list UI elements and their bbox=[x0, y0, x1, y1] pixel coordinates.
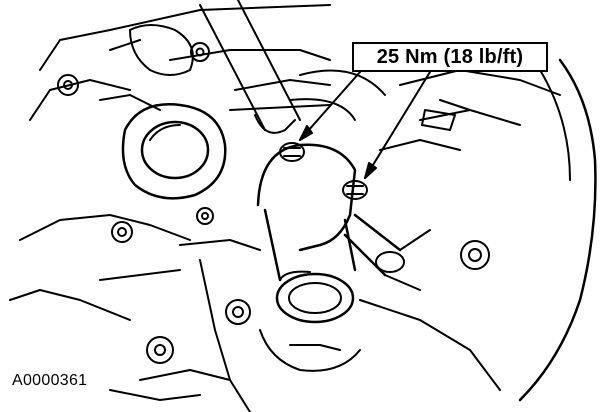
torque-spec-label: 25 Nm (18 lb/ft) bbox=[376, 45, 524, 68]
left-port-flange bbox=[121, 103, 227, 200]
left-mid-bolt bbox=[111, 221, 133, 243]
lower-left-bolt bbox=[225, 299, 251, 325]
lower-block-outline bbox=[99, 239, 501, 412]
housing-bolt-left bbox=[279, 142, 305, 162]
upper-left-bolt bbox=[57, 74, 79, 96]
right-mount-nut bbox=[460, 240, 490, 270]
torque-spec-callout: 25 Nm (18 lb/ft) bbox=[352, 42, 548, 72]
center-small-bolt bbox=[196, 207, 214, 225]
housing-bolt-right bbox=[342, 180, 368, 200]
bypass-hose bbox=[343, 213, 431, 291]
engine-block-outline bbox=[9, 4, 331, 321]
upper-center-bolt bbox=[190, 42, 210, 62]
upper-coolant-pipe bbox=[199, 0, 386, 134]
torque-leader-arrows bbox=[299, 71, 431, 179]
right-block-details bbox=[379, 58, 597, 402]
figure-id-label: A0000361 bbox=[12, 372, 88, 389]
bottom-left-bolt bbox=[146, 336, 174, 364]
thermostat-housing bbox=[256, 143, 357, 324]
